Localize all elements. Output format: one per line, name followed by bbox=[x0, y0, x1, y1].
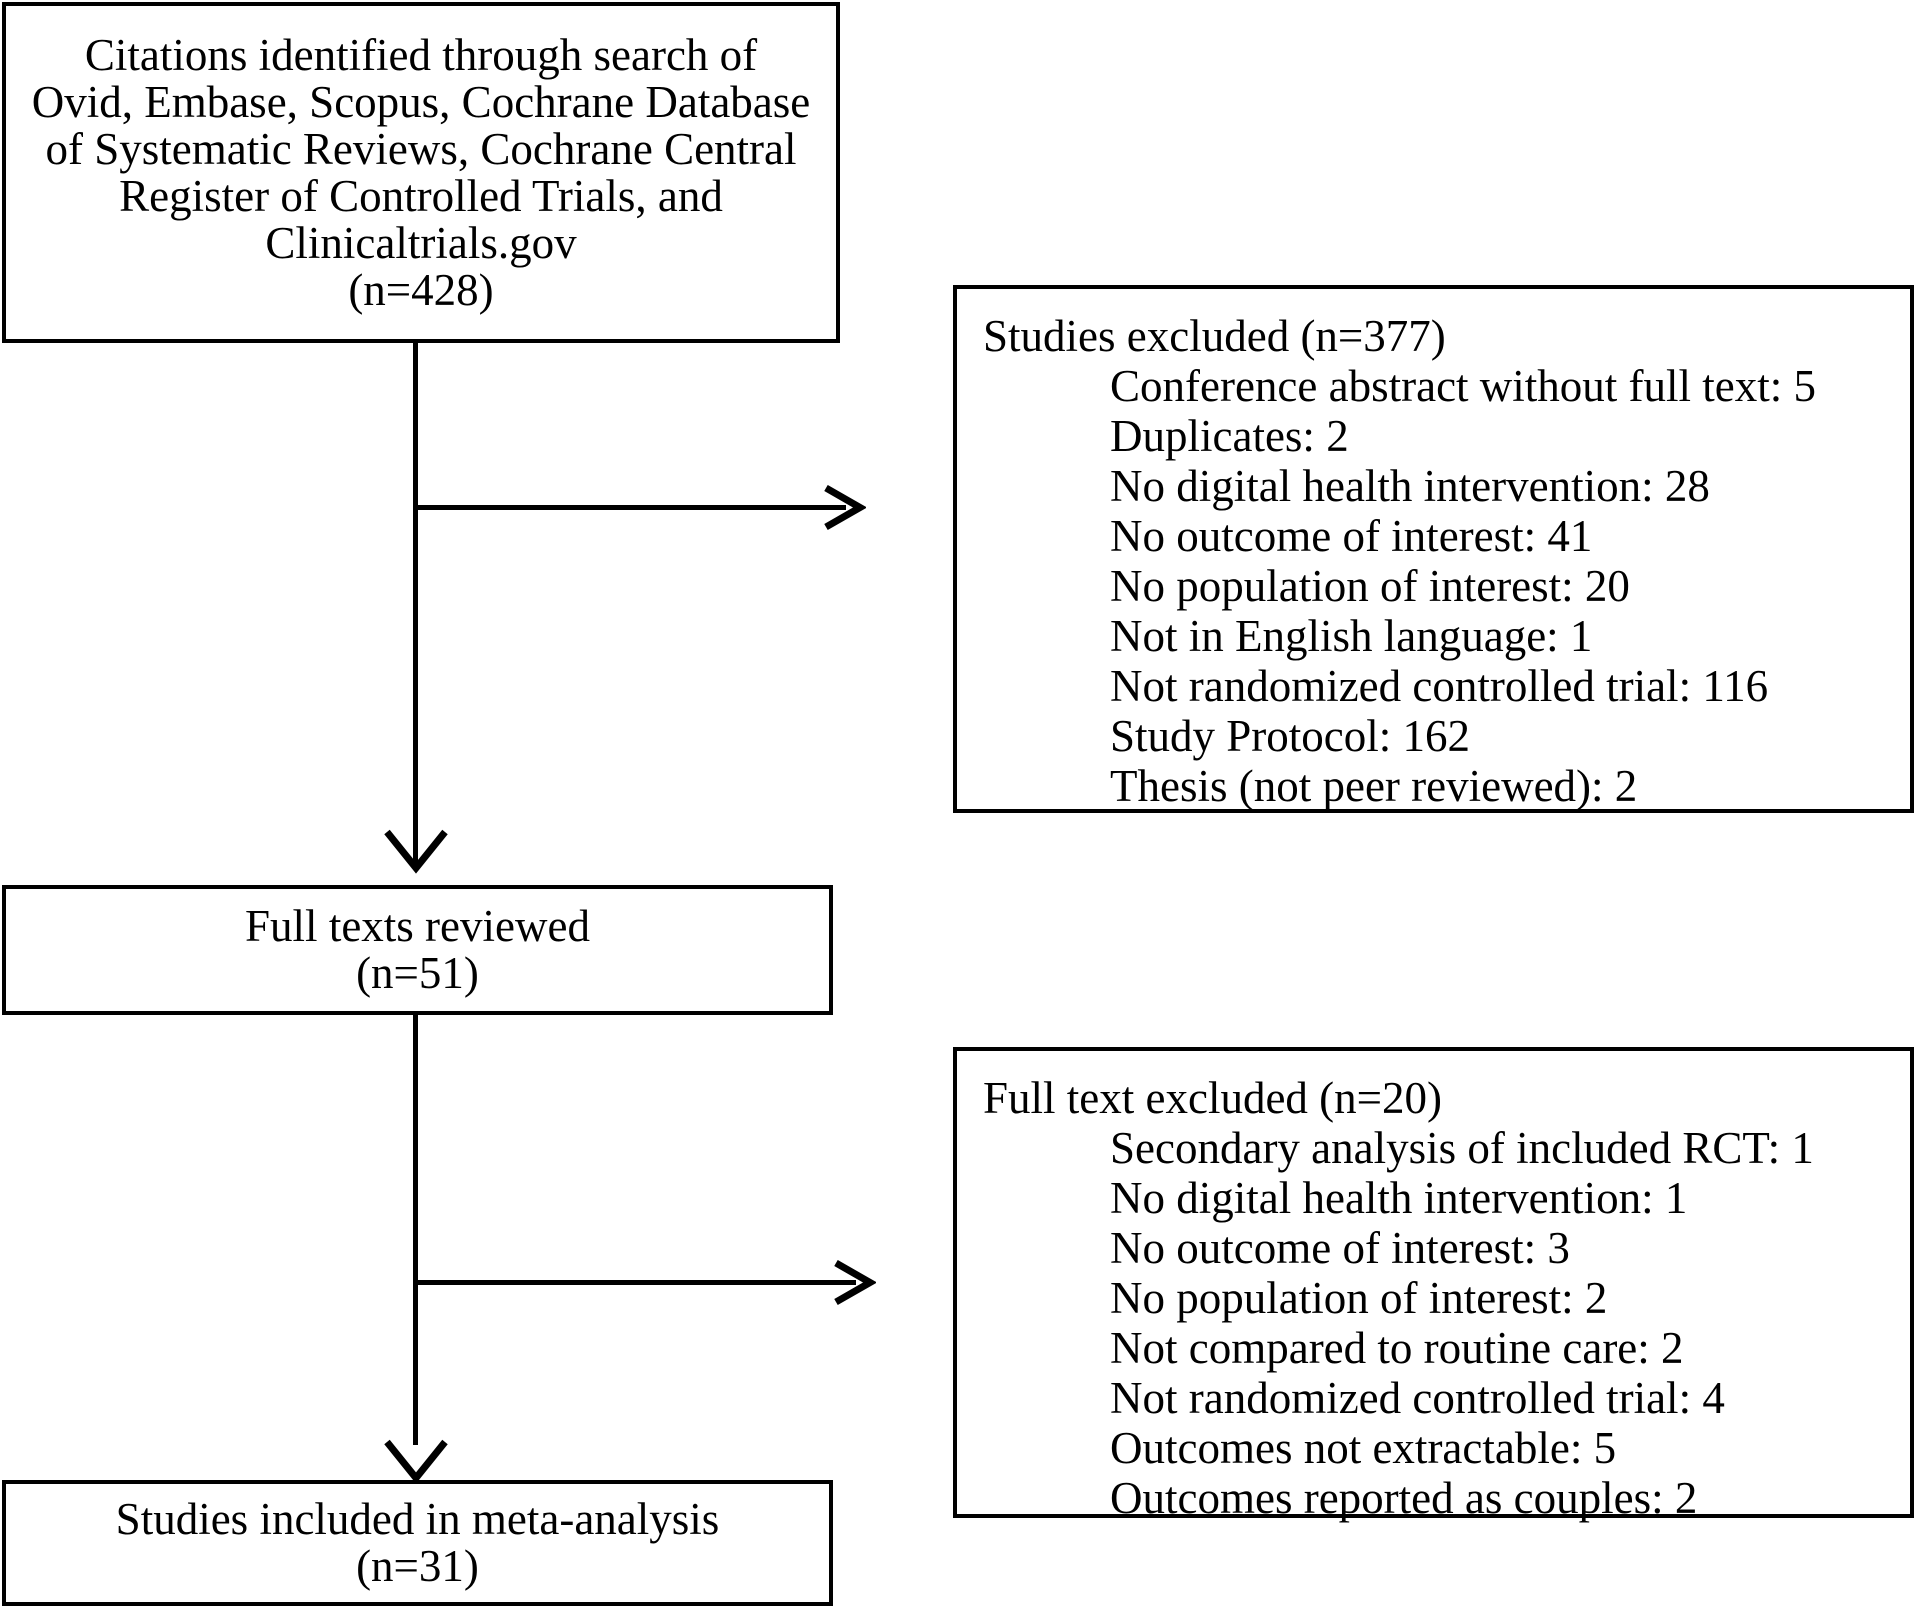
box-studies-excluded: Studies excluded (n=377) Conference abst… bbox=[953, 285, 1914, 813]
list-item: Duplicates: 2 bbox=[1110, 411, 1349, 461]
full-text-excluded-reason-list: Secondary analysis of included RCT: 1 No… bbox=[983, 1123, 1910, 1523]
box-studies-included: Studies included in meta-analysis (n=31) bbox=[2, 1480, 833, 1606]
arrowhead-right-to-full-text-excluded bbox=[830, 1260, 876, 1306]
connector-hline-to-studies-excluded bbox=[418, 505, 846, 510]
full-text-excluded-title: Full text excluded (n=20) bbox=[983, 1073, 1443, 1123]
box-full-text-excluded: Full text excluded (n=20) Secondary anal… bbox=[953, 1047, 1914, 1523]
box-citations-identified-text: Citations identified through search of O… bbox=[31, 29, 811, 315]
list-item: Not compared to routine care: 2 bbox=[1110, 1323, 1684, 1373]
list-item: Not randomized controlled trial: 116 bbox=[1110, 661, 1769, 711]
list-item: Conference abstract without full text: 5 bbox=[1110, 361, 1817, 411]
studies-excluded-title: Studies excluded (n=377) bbox=[983, 311, 1446, 361]
list-item: Secondary analysis of included RCT: 1 bbox=[1110, 1123, 1814, 1173]
list-item: No outcome of interest: 41 bbox=[1110, 511, 1593, 561]
studies-excluded-reason-list: Conference abstract without full text: 5… bbox=[983, 361, 1910, 811]
connector-vline-full-texts-reviewed bbox=[413, 1015, 418, 1445]
connector-vline-identification bbox=[413, 343, 418, 869]
list-item: No digital health intervention: 1 bbox=[1110, 1173, 1688, 1223]
list-item: Outcomes not extractable: 5 bbox=[1110, 1423, 1617, 1473]
list-item: No outcome of interest: 3 bbox=[1110, 1223, 1570, 1273]
list-item: Not in English language: 1 bbox=[1110, 611, 1593, 661]
list-item: Thesis (not peer reviewed): 2 bbox=[1110, 761, 1638, 811]
list-item: Study Protocol: 162 bbox=[1110, 711, 1471, 761]
list-item: No digital health intervention: 28 bbox=[1110, 461, 1710, 511]
box-studies-included-text: Studies included in meta-analysis (n=31) bbox=[115, 1494, 720, 1591]
list-item: No population of interest: 20 bbox=[1110, 561, 1630, 611]
arrowhead-right-to-studies-excluded bbox=[820, 485, 866, 531]
list-item: No population of interest: 2 bbox=[1110, 1273, 1608, 1323]
box-full-texts-reviewed: Full texts reviewed (n=51) bbox=[2, 885, 833, 1015]
connector-hline-to-full-text-excluded bbox=[418, 1280, 856, 1285]
box-citations-identified: Citations identified through search of O… bbox=[2, 2, 840, 343]
list-item: Not randomized controlled trial: 4 bbox=[1110, 1373, 1725, 1423]
list-item: Outcomes reported as couples: 2 bbox=[1110, 1473, 1698, 1523]
box-full-texts-reviewed-text: Full texts reviewed (n=51) bbox=[245, 901, 590, 998]
